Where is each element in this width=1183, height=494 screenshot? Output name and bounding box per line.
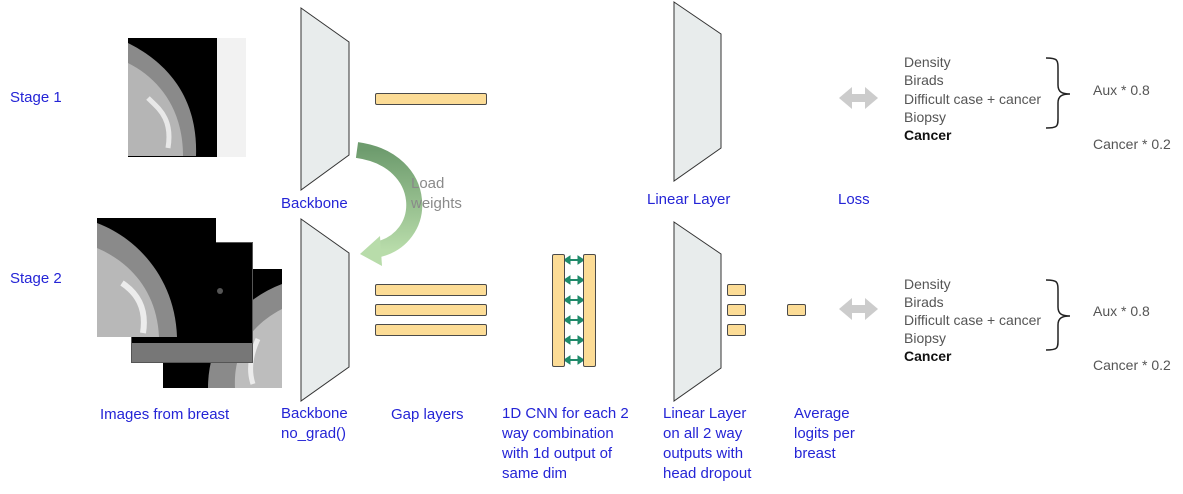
stage1-target-density: Density	[904, 54, 951, 70]
stage2-label: Stage 2	[10, 270, 62, 287]
stage1-target-difficult: Difficult case + cancer	[904, 91, 1042, 107]
linear-output-bar	[727, 284, 746, 296]
stage1-target-biopsy: Biopsy	[904, 109, 947, 125]
stage1-brace	[1045, 57, 1071, 129]
stage2-gap-feature-bar	[375, 324, 487, 336]
stage2-mammogram-image-1	[97, 218, 216, 337]
stage2-linear-layer-shape	[673, 221, 722, 402]
stage2-backbone-shape	[300, 218, 350, 402]
stage2-gap-feature-bar	[375, 284, 487, 296]
stage1-backbone-label: Backbone	[281, 195, 348, 212]
stage1-backbone-shape	[300, 7, 350, 191]
cnn-connectors	[563, 255, 585, 365]
stage2-loss-arrow	[839, 298, 878, 320]
stage2-target-density: Density	[904, 276, 951, 292]
stage2-cancer-weight: Cancer * 0.2	[1093, 357, 1171, 373]
stage1-label: Stage 1	[10, 89, 62, 106]
stage2-target-cancer: Cancer	[904, 348, 952, 364]
stage1-loss-label: Loss	[838, 191, 870, 208]
stage1-target-birads: Birads	[904, 72, 944, 88]
linear-output-bar	[727, 324, 746, 336]
stage2-target-biopsy: Biopsy	[904, 330, 947, 346]
average-logits-label: Average logits per breast	[794, 405, 855, 462]
gap-layers-label: Gap layers	[391, 406, 464, 423]
stage1-aux-weight: Aux * 0.8	[1093, 82, 1150, 98]
load-weights-arrow	[355, 142, 423, 266]
cnn-feature-bar-right	[583, 254, 596, 367]
stage2-linear-layer-label: Linear Layer on all 2 way outputs with h…	[663, 405, 752, 482]
stage2-gap-feature-bar	[375, 304, 487, 316]
stage2-target-difficult: Difficult case + cancer	[904, 312, 1042, 328]
stage2-backbone-label: Backbone no_grad()	[281, 405, 348, 442]
cnn-label: 1D CNN for each 2 way combination with 1…	[502, 405, 629, 482]
stage1-mammogram-image	[128, 38, 246, 157]
stage1-cancer-weight: Cancer * 0.2	[1093, 136, 1171, 152]
stage1-linear-layer-label: Linear Layer	[647, 191, 731, 208]
stage1-gap-feature-bar	[375, 93, 487, 105]
stage2-aux-weight: Aux * 0.8	[1093, 303, 1150, 319]
stage1-linear-layer-shape	[673, 1, 722, 182]
average-logit-bar	[787, 304, 806, 316]
cnn-feature-bar-left	[552, 254, 565, 367]
images-from-breast-label: Images from breast	[100, 406, 230, 423]
stage1-target-cancer: Cancer	[904, 127, 952, 143]
stage1-loss-arrow	[839, 87, 878, 109]
stage2-target-birads: Birads	[904, 294, 944, 310]
stage2-brace	[1045, 279, 1071, 351]
linear-output-bar	[727, 304, 746, 316]
load-weights-label: Load weights	[411, 175, 462, 212]
